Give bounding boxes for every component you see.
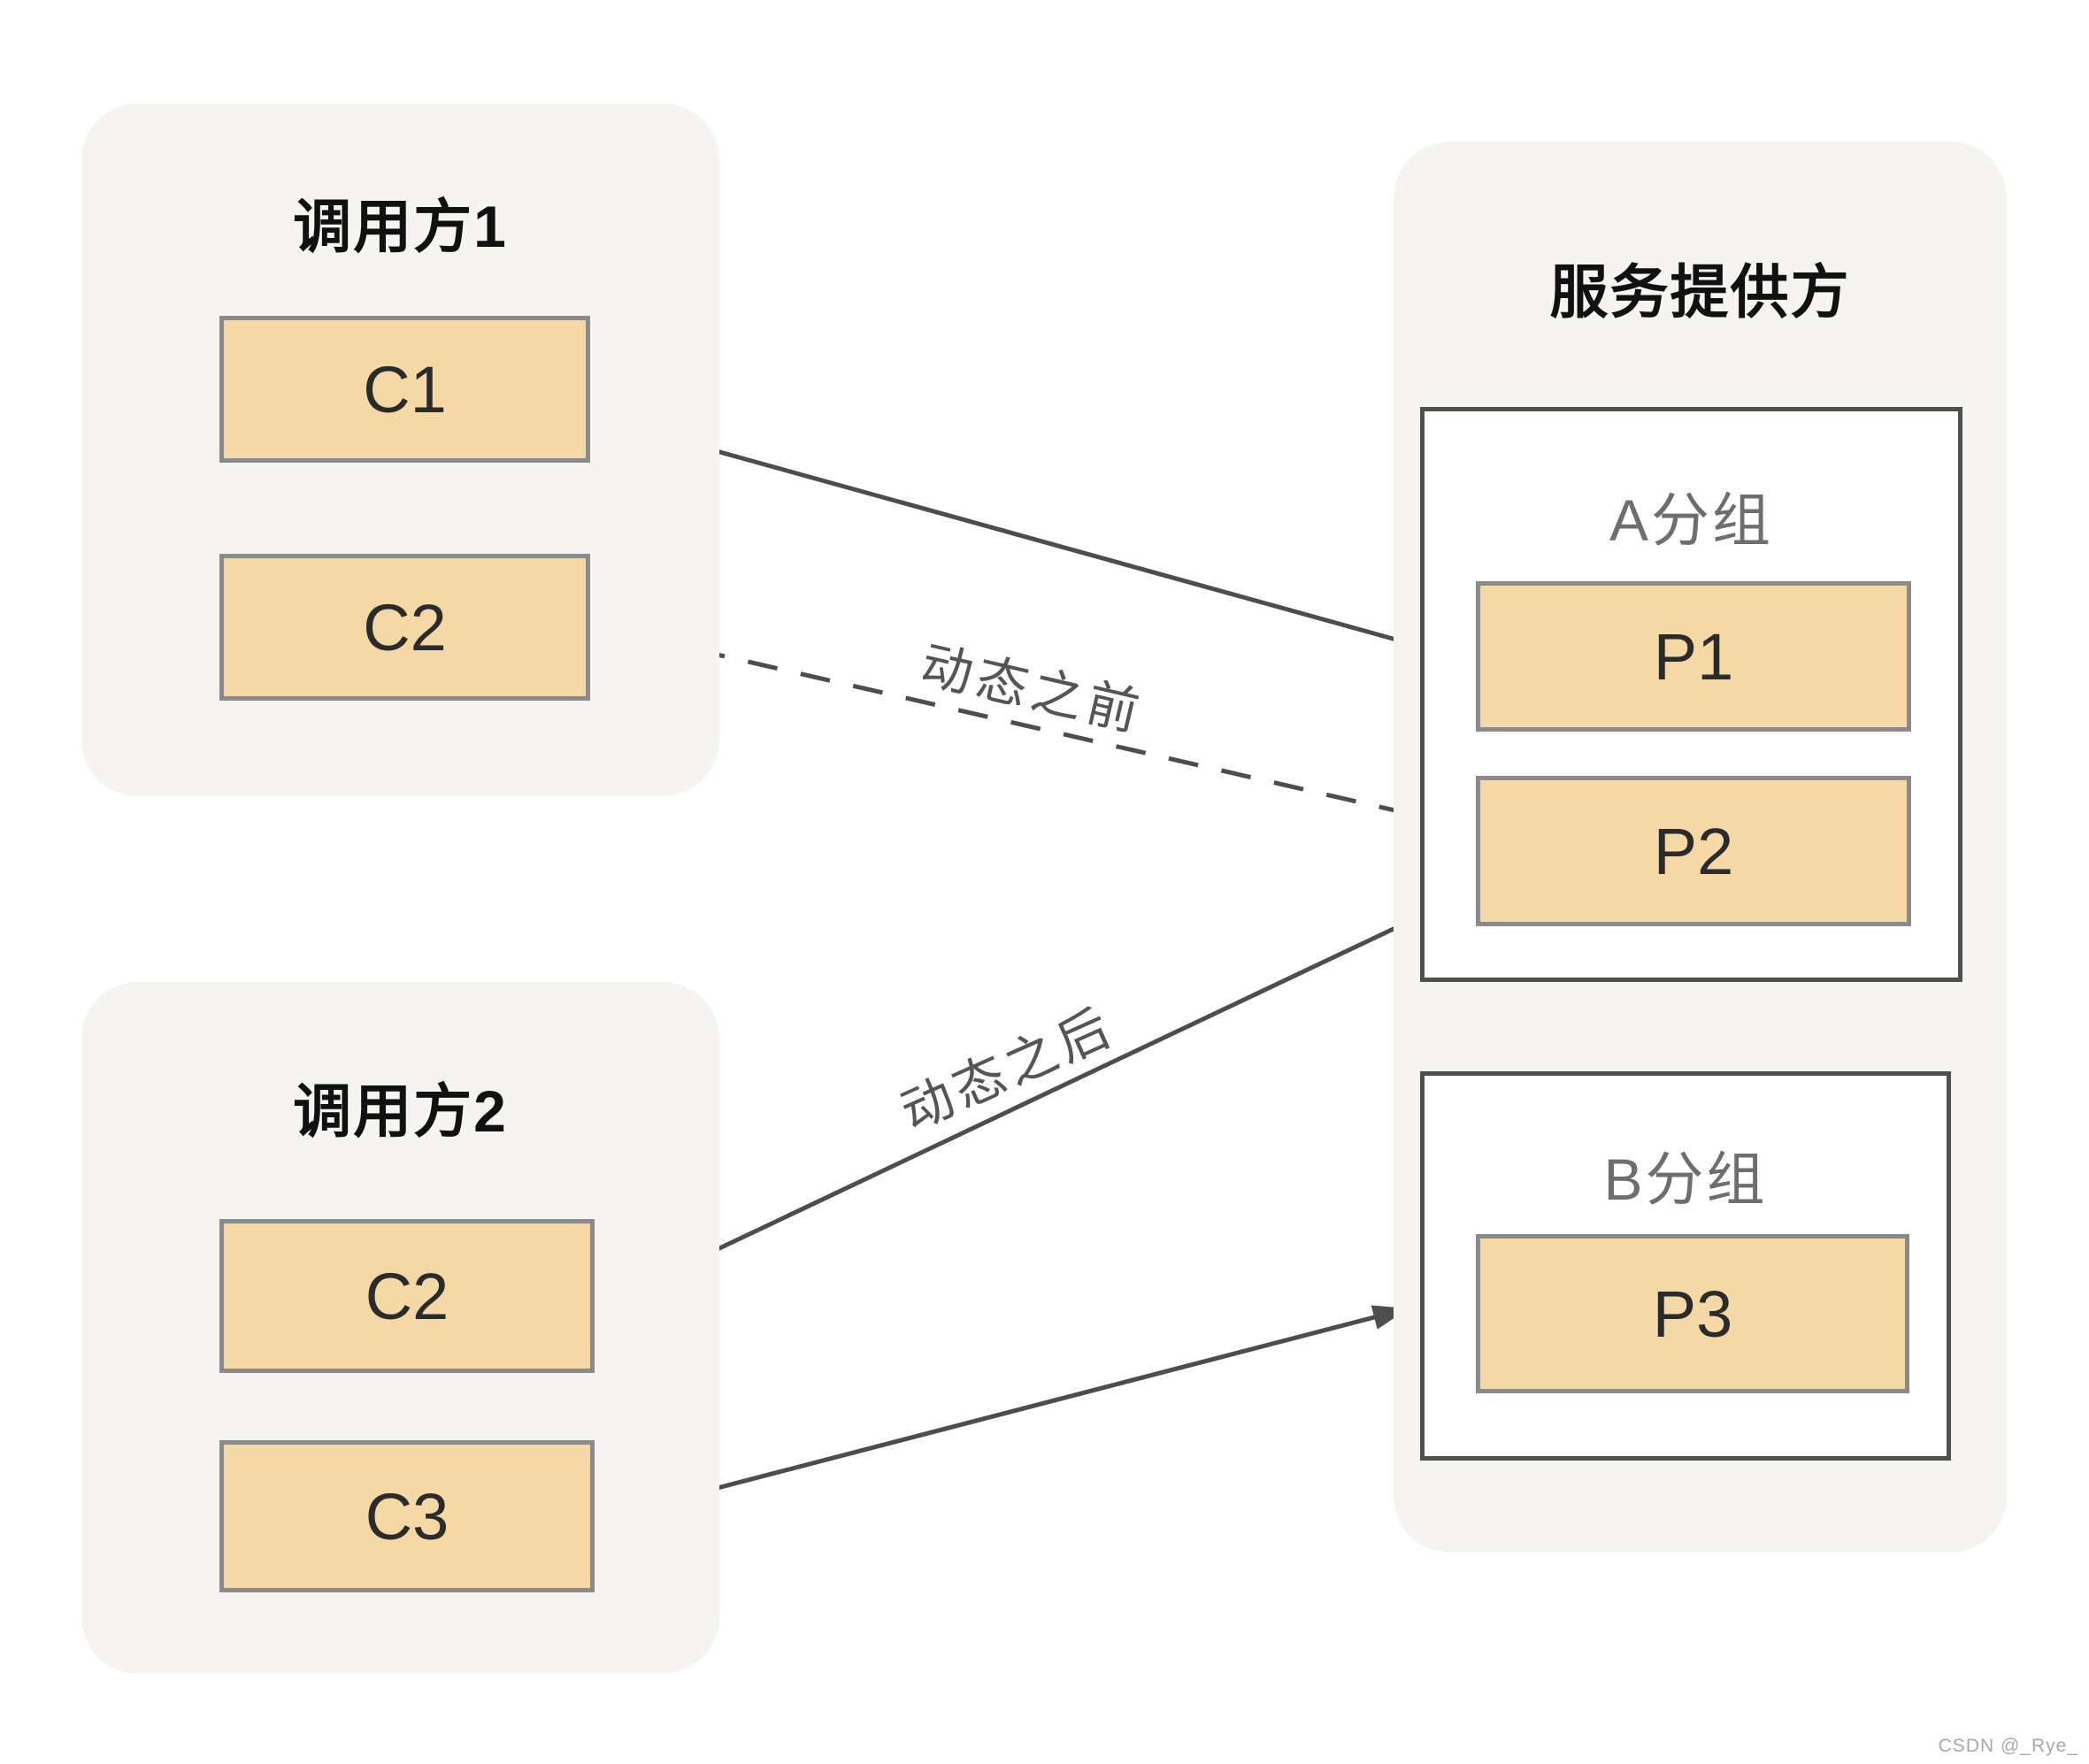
- node-p2-label: P2: [1653, 814, 1734, 888]
- group-b: B分组 P3: [1420, 1071, 1951, 1461]
- caller1-title: 调用方1: [293, 194, 508, 259]
- node-c3: C3: [219, 1440, 595, 1592]
- caller2-title: 调用方2: [293, 1078, 508, 1144]
- node-c2b-label: C2: [365, 1259, 449, 1333]
- caller2-container: 调用方2 C2 C3: [81, 982, 719, 1674]
- group-b-title: B分组: [1603, 1147, 1768, 1212]
- watermark-text: CSDN @_Rye_: [1938, 1736, 2078, 1756]
- edge-c1-to-p1: [716, 449, 1463, 661]
- edge-label-after-dynamic: 动态之后: [893, 997, 1124, 1142]
- caller1-container: 调用方1 C1 C2: [81, 104, 719, 796]
- node-c1: C1: [219, 316, 590, 463]
- node-p3: P3: [1476, 1234, 1909, 1393]
- edge-c2b-to-p2: [596, 901, 1449, 1308]
- node-c2b: C2: [219, 1219, 595, 1373]
- node-p3-label: P3: [1652, 1277, 1733, 1351]
- node-p1-label: P1: [1653, 619, 1734, 694]
- provider-container: 服务提供方 A分组 P1 P2 B分组 P3: [1394, 142, 2007, 1553]
- node-c3-label: C3: [365, 1479, 449, 1553]
- edge-label-before-dynamic: 动态之前: [915, 635, 1149, 743]
- group-a-title: A分组: [1609, 487, 1774, 553]
- provider-title: 服务提供方: [1549, 259, 1851, 325]
- node-c2: C2: [219, 554, 590, 701]
- node-p1: P1: [1476, 581, 1911, 732]
- group-a: A分组 P1 P2: [1420, 407, 1962, 982]
- node-p2: P2: [1476, 776, 1911, 926]
- node-c2-label: C2: [363, 590, 447, 664]
- node-c1-label: C1: [363, 352, 447, 426]
